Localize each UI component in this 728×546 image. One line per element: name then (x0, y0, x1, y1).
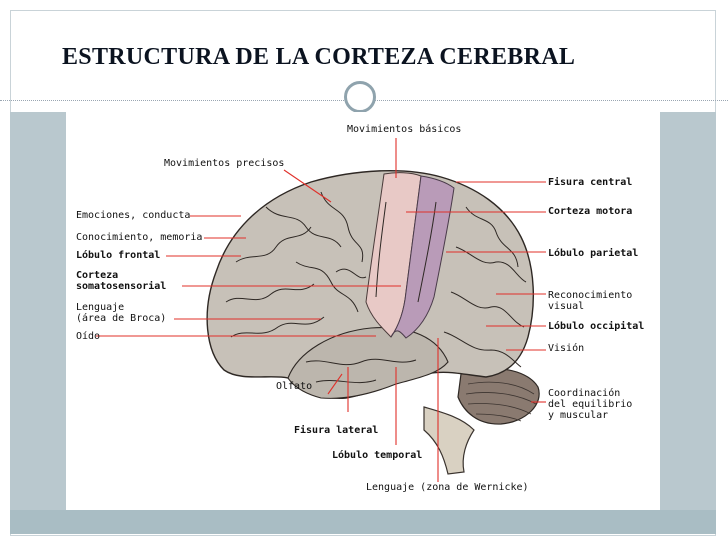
label-movimientos-basicos: Movimientos básicos (347, 124, 462, 135)
diagram-panel: Movimientos básicos Movimientos precisos… (66, 112, 660, 502)
label-fisura-lateral: Fisura lateral (294, 425, 379, 436)
label-lobulo-occipital: Lóbulo occipital (548, 321, 645, 332)
label-lenguaje-broca-2: (área de Broca) (76, 313, 167, 324)
label-lobulo-frontal: Lóbulo frontal (76, 250, 161, 261)
label-lenguaje-broca-1: Lenguaje (76, 302, 125, 313)
circle-ornament-icon (344, 81, 376, 113)
label-olfato: Olfato (276, 381, 313, 392)
label-oido: Oído (76, 331, 101, 342)
right-side-band (660, 112, 716, 510)
label-coordinacion-2: del equilibrio (548, 399, 633, 410)
slide-title: ESTRUCTURA DE LA CORTEZA CEREBRAL (62, 44, 576, 70)
leader-lines (96, 138, 546, 482)
label-corteza-somatosensorial-2: somatosensorial (76, 281, 167, 292)
label-reconocimiento-visual-2: visual (548, 301, 585, 312)
gyri-folds (225, 191, 527, 384)
label-lobulo-temporal: Lóbulo temporal (332, 450, 423, 461)
label-coordinacion-1: Coordinación (548, 388, 621, 399)
label-lenguaje-wernicke: Lenguaje (zona de Wernicke) (366, 482, 529, 493)
cerebellum-folds (465, 381, 537, 422)
label-coordinacion-3: y muscular (548, 410, 609, 421)
label-fisura-central: Fisura central (548, 177, 633, 188)
label-conocimiento: Conocimiento, memoria (76, 232, 203, 243)
label-corteza-motora: Corteza motora (548, 206, 633, 217)
label-movimientos-precisos: Movimientos precisos (164, 158, 285, 169)
label-lobulo-parietal: Lóbulo parietal (548, 248, 639, 259)
label-emociones: Emociones, conducta (76, 210, 191, 221)
brain-stem (423, 406, 475, 475)
footer-band (10, 510, 716, 534)
brain-diagram (96, 138, 546, 482)
label-corteza-somatosensorial-1: Corteza (76, 270, 119, 281)
left-side-band (10, 112, 66, 510)
somatosensory-cortex-region (390, 175, 455, 339)
label-reconocimiento-visual-1: Reconocimiento (548, 290, 633, 301)
label-vision: Visión (548, 343, 585, 354)
